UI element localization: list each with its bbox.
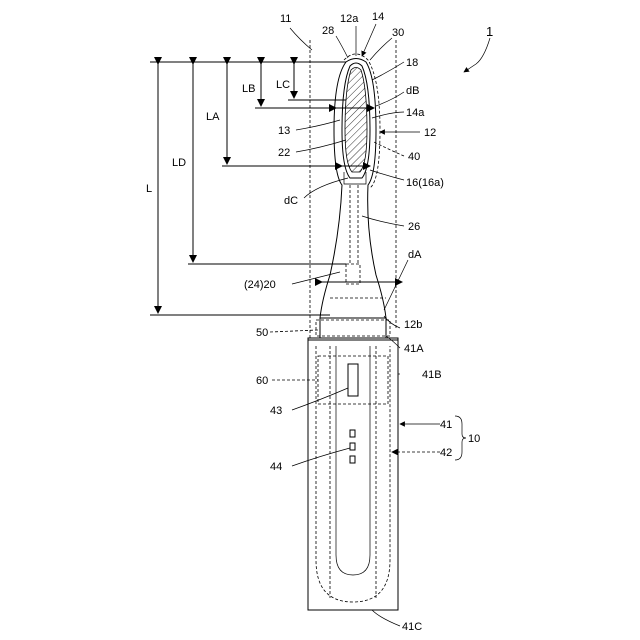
label-14: 14 <box>372 11 384 23</box>
label-12b: 12b <box>404 319 422 331</box>
label-LD: LD <box>172 157 186 169</box>
leader-14a <box>372 112 404 118</box>
leader-13 <box>296 120 340 130</box>
body-41 <box>308 338 398 610</box>
leader-22 <box>296 140 346 152</box>
indicator-1 <box>350 430 355 437</box>
label-dB: dB <box>406 85 419 97</box>
label-12: 12 <box>424 127 436 139</box>
leader-40 <box>374 142 404 156</box>
label-26: 26 <box>408 221 420 233</box>
leader-50 <box>270 330 318 332</box>
leader-18 <box>372 62 404 80</box>
label-43: 43 <box>270 405 282 417</box>
label-41A: 41A <box>404 343 424 355</box>
label-14a: 14a <box>406 107 425 119</box>
label-40: 40 <box>408 151 420 163</box>
inner-body-dash <box>316 346 390 602</box>
label-22: 22 <box>278 147 290 159</box>
label-60: 60 <box>256 375 268 387</box>
leader-dB <box>376 92 404 106</box>
bristle-hatching <box>345 68 367 173</box>
label-42: 42 <box>440 447 452 459</box>
label-30: 30 <box>392 27 404 39</box>
label-2420: (24)20 <box>244 279 276 291</box>
label-L: L <box>146 183 152 195</box>
leader-28 <box>336 36 348 58</box>
connector-50 <box>320 318 386 338</box>
label-41B: 41B <box>422 369 442 381</box>
module-60 <box>318 356 388 404</box>
display-43 <box>348 364 358 396</box>
leader-43 <box>292 388 348 410</box>
label-13: 13 <box>278 125 290 137</box>
leader-44 <box>292 448 350 466</box>
label-41C: 41C <box>402 621 422 633</box>
label-11: 11 <box>280 13 291 25</box>
label-16: 16(16a) <box>406 177 444 189</box>
label-28: 28 <box>322 25 334 37</box>
leader-41C <box>372 610 400 626</box>
label-LC: LC <box>276 79 290 91</box>
inner-solid-line <box>336 346 370 575</box>
label-ref-1: 1 <box>486 24 493 39</box>
label-44: 44 <box>270 461 282 473</box>
connector-dash <box>316 320 390 336</box>
indicator-3 <box>350 456 355 463</box>
indicator-2 <box>350 443 355 450</box>
leader-14 <box>362 24 376 56</box>
label-12a: 12a <box>340 13 359 25</box>
label-dA: dA <box>408 249 422 261</box>
brace-10 <box>455 416 466 460</box>
shaft-box <box>346 264 360 284</box>
leader-ref-1 <box>464 38 490 72</box>
label-LA: LA <box>206 111 220 123</box>
label-41: 41 <box>440 419 452 431</box>
label-10: 10 <box>468 433 480 445</box>
label-18: 18 <box>406 57 418 69</box>
leader-30 <box>370 38 392 60</box>
label-50: 50 <box>256 327 268 339</box>
label-dC: dC <box>284 195 298 207</box>
leader-11 <box>290 28 312 50</box>
label-LB: LB <box>242 83 255 95</box>
